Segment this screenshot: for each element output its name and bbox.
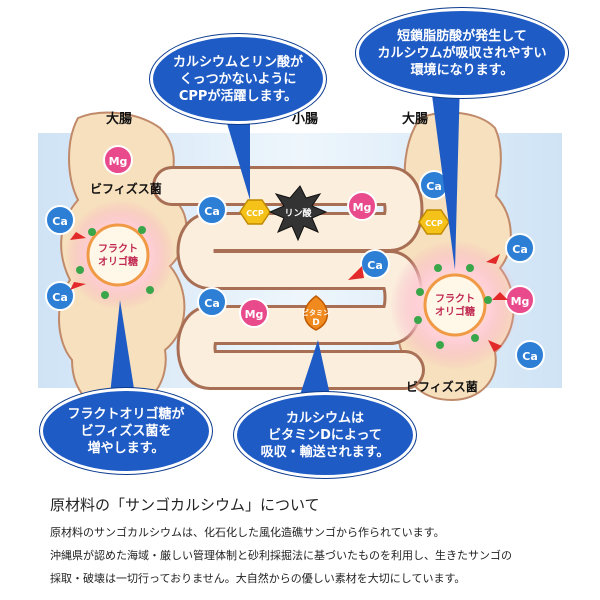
caption-line-1: 原材料のサンゴカルシウムは、化石化した風化造礁サンゴから作られています。 xyxy=(50,526,445,539)
fos-left-line2: オリゴ糖 xyxy=(98,255,138,268)
mg-ion-1: Mg xyxy=(103,145,133,175)
mg-ion-4: Mg xyxy=(505,285,535,315)
caption-line-2: 沖縄県が認めた海域・厳しい管理体制と砂利採掘法に基づいたものを利用し、生きたサン… xyxy=(50,549,512,562)
bubble-cpp-text: カルシウムとリン酸が くっつかないように CPPが活躍します。 xyxy=(172,54,303,104)
cpp-hexagon-2: CCP xyxy=(418,209,450,235)
ca-ion-8: Ca xyxy=(515,340,545,370)
bubble-pointers xyxy=(110,80,460,395)
fos-left-line1: フラクト xyxy=(98,243,138,255)
svg-text:Mg: Mg xyxy=(109,155,128,168)
bubble-fos: フラクトオリゴ糖が ビフィズス菌を 増やします。 xyxy=(40,388,212,474)
caption-title: 原材料の「サンゴカルシウム」について xyxy=(50,496,320,514)
bubble-vitd: カルシウムは ビタミンDによって 吸収・輸送されます。 xyxy=(234,392,416,478)
ca-ion-3: Ca xyxy=(197,195,227,225)
bubble-scfa: 短鎖脂肪酸が発生して カルシウムが吸収されやすい 環境になります。 xyxy=(356,8,568,98)
ca-ion-5: Ca xyxy=(360,249,390,279)
fos-circle-left: フラクト オリゴ糖 xyxy=(86,223,150,287)
fos-circle-right: フラクト オリゴ糖 xyxy=(423,273,487,337)
svg-text:Mg: Mg xyxy=(245,308,264,321)
bubble-vitd-text: カルシウムは ビタミンDによって 吸収・輸送されます。 xyxy=(260,410,390,460)
svg-text:CCP: CCP xyxy=(425,219,443,228)
svg-text:Ca: Ca xyxy=(52,291,68,304)
cpp-hexagon-1: CCP xyxy=(239,199,271,225)
label-bifidus-right: ビフィズス菌 xyxy=(406,380,478,394)
svg-text:Ca: Ca xyxy=(204,297,220,310)
label-large-intestine-left: 大腸 xyxy=(106,112,133,127)
mg-ion-2: Mg xyxy=(347,191,377,221)
svg-text:Ca: Ca xyxy=(522,350,538,363)
fos-right-line2: オリゴ糖 xyxy=(435,305,475,318)
svg-text:Ca: Ca xyxy=(426,180,442,193)
svg-text:Mg: Mg xyxy=(353,201,372,214)
ca-ion-4: Ca xyxy=(197,287,227,317)
svg-text:リン酸: リン酸 xyxy=(284,207,312,219)
bifidus-dots-left xyxy=(76,226,154,299)
bifidus-dots-right xyxy=(414,264,492,349)
svg-text:ビタミン: ビタミン xyxy=(302,308,330,317)
ca-ion-1: Ca xyxy=(45,205,75,235)
bubble-cpp: カルシウムとリン酸が くっつかないように CPPが活躍します。 xyxy=(150,34,326,124)
svg-text:Mg: Mg xyxy=(511,295,530,308)
fos-right-line1: フラクト xyxy=(435,293,475,305)
svg-text:Ca: Ca xyxy=(367,259,383,272)
red-arrows xyxy=(70,232,508,352)
bubble-scfa-text: 短鎖脂肪酸が発生して カルシウムが吸収されやすい 環境になります。 xyxy=(377,28,547,78)
vitamin-d-drop: ビタミン D xyxy=(302,295,330,331)
label-bifidus-left: ビフィズス菌 xyxy=(90,182,162,196)
label-large-intestine-right: 大腸 xyxy=(402,112,429,127)
label-small-intestine: 小腸 xyxy=(292,112,319,127)
bubble-fos-text: フラクトオリゴ糖が ビフィズス菌を 増やします。 xyxy=(67,406,185,456)
svg-text:Ca: Ca xyxy=(512,243,528,256)
phosphate-burst: リン酸 xyxy=(268,185,328,242)
ca-ion-7: Ca xyxy=(505,233,535,263)
ca-ion-2: Ca xyxy=(45,281,75,311)
mg-ion-3: Mg xyxy=(239,298,269,328)
svg-text:CCP: CCP xyxy=(246,209,264,218)
caption-line-3: 採取・破壊は一切行っておりません。大自然からの優しい素材を大切にしています。 xyxy=(50,572,466,585)
svg-text:D: D xyxy=(312,318,319,328)
svg-text:Ca: Ca xyxy=(204,205,220,218)
svg-text:Ca: Ca xyxy=(52,215,68,228)
